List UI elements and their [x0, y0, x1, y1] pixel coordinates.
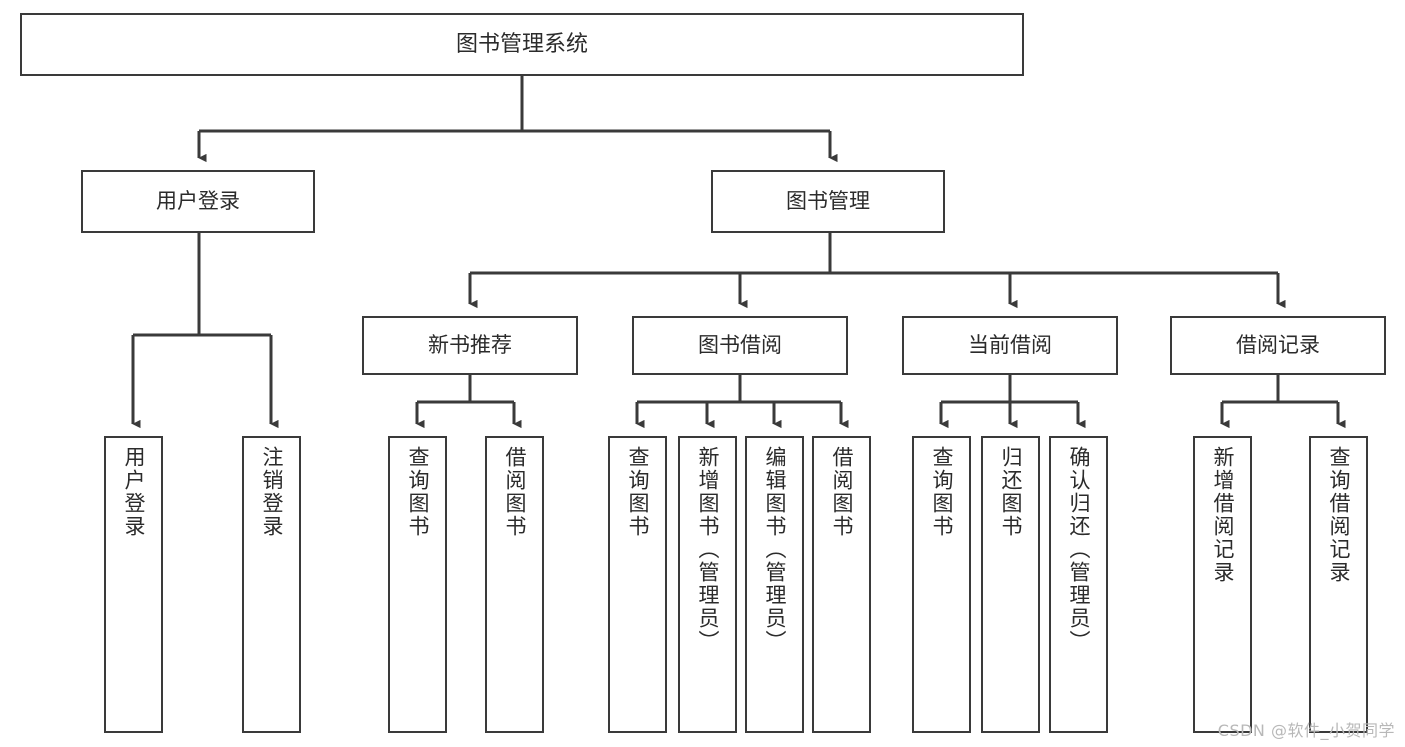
leaf-newbook-query-book[interactable]: 查询图书 — [388, 436, 447, 733]
leaf-current-return-book[interactable]: 归还图书 — [981, 436, 1040, 733]
leaf-borrow-edit-book-admin[interactable]: 编辑图书（管理员） — [745, 436, 804, 733]
node-user-login[interactable]: 用户登录 — [81, 170, 315, 233]
node-label: 查询图书 — [930, 446, 954, 538]
leaf-current-query-book[interactable]: 查询图书 — [912, 436, 971, 733]
node-label: 查询图书 — [626, 446, 650, 538]
node-new-book-recommend[interactable]: 新书推荐 — [362, 316, 578, 375]
leaf-user-logout[interactable]: 注销登录 — [242, 436, 301, 733]
csdn-watermark: CSDN @软件_小贺同学 — [1217, 721, 1395, 740]
node-label: 借阅记录 — [1236, 333, 1320, 358]
node-label: 图书管理 — [786, 189, 870, 214]
node-label: 当前借阅 — [968, 333, 1052, 358]
leaf-record-add-borrow-record[interactable]: 新增借阅记录 — [1193, 436, 1252, 733]
node-label: 注销登录 — [260, 446, 284, 538]
node-label: 图书借阅 — [698, 333, 782, 358]
leaf-current-confirm-return-admin[interactable]: 确认归还（管理员） — [1049, 436, 1108, 733]
leaf-record-query-borrow-record[interactable]: 查询借阅记录 — [1309, 436, 1368, 733]
leaf-borrow-add-book-admin[interactable]: 新增图书（管理员） — [678, 436, 737, 733]
node-label: 新书推荐 — [428, 333, 512, 358]
node-label: 新增借阅记录 — [1211, 446, 1235, 584]
leaf-borrow-borrow-book[interactable]: 借阅图书 — [812, 436, 871, 733]
leaf-newbook-borrow-book[interactable]: 借阅图书 — [485, 436, 544, 733]
node-label: 用户登录 — [156, 189, 240, 214]
node-label: 查询借阅记录 — [1327, 446, 1351, 584]
node-book-management[interactable]: 图书管理 — [711, 170, 945, 233]
node-book-borrow[interactable]: 图书借阅 — [632, 316, 848, 375]
node-root-system[interactable]: 图书管理系统 — [20, 13, 1024, 76]
node-label: 借阅图书 — [503, 446, 527, 538]
node-label: 借阅图书 — [830, 446, 854, 538]
node-label: 新增图书（管理员） — [696, 446, 720, 653]
node-label: 图书管理系统 — [455, 31, 588, 57]
node-label: 查询图书 — [406, 446, 430, 538]
node-label: 归还图书 — [999, 446, 1023, 538]
leaf-borrow-query-book[interactable]: 查询图书 — [608, 436, 667, 733]
node-borrow-record[interactable]: 借阅记录 — [1170, 316, 1386, 375]
node-label: 编辑图书（管理员） — [763, 446, 787, 653]
leaf-user-login[interactable]: 用户登录 — [104, 436, 163, 733]
node-current-borrow[interactable]: 当前借阅 — [902, 316, 1118, 375]
node-label: 用户登录 — [122, 446, 146, 538]
node-label: 确认归还（管理员） — [1067, 446, 1091, 653]
